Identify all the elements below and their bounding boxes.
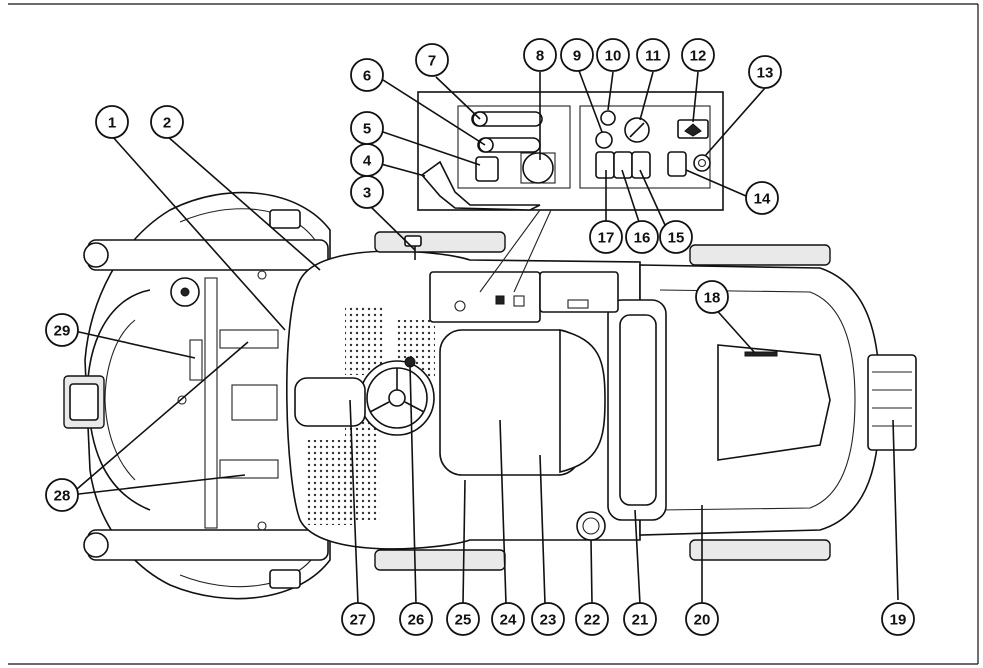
- callout-circle: [350, 58, 384, 92]
- callout-number: 2: [163, 115, 171, 132]
- callout-circle: [150, 105, 184, 139]
- mower-deck: [63, 191, 331, 600]
- callout-9: 9: [560, 38, 594, 72]
- callout-circle: [523, 38, 557, 72]
- callout-17: 17: [589, 220, 623, 254]
- control-panel-inset: [417, 91, 724, 293]
- callout-1: 1: [95, 105, 129, 139]
- callout-number: 23: [540, 612, 557, 629]
- callout-15: 15: [659, 220, 693, 254]
- callout-25: 25: [446, 602, 480, 636]
- callout-circle: [45, 478, 79, 512]
- callout-number: 26: [408, 612, 425, 629]
- callout-18: 18: [695, 280, 729, 314]
- callout-19: 19: [881, 602, 915, 636]
- callout-number: 6: [363, 68, 371, 85]
- callout-circle: [695, 280, 729, 314]
- callout-7: 7: [415, 43, 449, 77]
- callout-number: 15: [668, 230, 685, 247]
- callout-number: 4: [363, 153, 372, 170]
- leader-lines: [69, 67, 899, 605]
- callout-circle: [685, 602, 719, 636]
- callout-28: 28: [45, 478, 79, 512]
- callout-circle: [446, 602, 480, 636]
- callout-number: 29: [54, 323, 71, 340]
- callout-number: 21: [632, 612, 649, 629]
- callout-number: 27: [350, 612, 367, 629]
- callout-circle: [350, 111, 384, 145]
- callout-circle: [341, 602, 375, 636]
- callout-circle: [560, 38, 594, 72]
- callout-number: 7: [428, 53, 436, 70]
- tractor-body: [286, 231, 917, 571]
- callout-number: 22: [584, 612, 601, 629]
- callout-circle: [748, 55, 782, 89]
- callout-circle: [399, 602, 433, 636]
- callout-number: 8: [536, 48, 544, 65]
- callout-number: 17: [598, 230, 615, 247]
- callout-2: 2: [150, 105, 184, 139]
- callout-27: 27: [341, 602, 375, 636]
- callout-number: 11: [645, 48, 661, 65]
- callout-26: 26: [399, 602, 433, 636]
- callout-circle: [589, 220, 623, 254]
- callout-number: 9: [573, 48, 581, 65]
- callout-circle: [596, 38, 630, 72]
- callout-24: 24: [491, 602, 525, 636]
- callout-circle: [415, 43, 449, 77]
- callout-8: 8: [523, 38, 557, 72]
- callout-29: 29: [45, 313, 79, 347]
- callout-number: 18: [704, 290, 721, 307]
- callout-circle: [636, 38, 670, 72]
- callout-circle: [881, 602, 915, 636]
- callout-10: 10: [596, 38, 630, 72]
- callout-number: 12: [690, 48, 707, 65]
- callout-number: 13: [757, 65, 774, 82]
- callout-number: 14: [754, 191, 771, 208]
- callout-number: 3: [363, 185, 371, 202]
- callout-12: 12: [681, 38, 715, 72]
- callout-number: 20: [694, 612, 711, 629]
- callout-number: 19: [890, 612, 907, 629]
- callout-circle: [745, 181, 779, 215]
- callout-circle: [45, 313, 79, 347]
- callout-circle: [623, 602, 657, 636]
- callout-circle: [95, 105, 129, 139]
- callout-23: 23: [531, 602, 565, 636]
- callout-6: 6: [350, 58, 384, 92]
- callout-number: 25: [455, 612, 472, 629]
- callout-number: 16: [634, 230, 651, 247]
- callout-11: 11: [636, 38, 670, 72]
- callout-4: 4: [350, 143, 384, 177]
- callout-14: 14: [745, 181, 779, 215]
- callout-number: 24: [500, 612, 517, 629]
- callout-3: 3: [350, 175, 384, 209]
- callout-number: 28: [54, 488, 71, 505]
- callout-circle: [531, 602, 565, 636]
- callout-20: 20: [685, 602, 719, 636]
- callout-circle: [681, 38, 715, 72]
- callout-5: 5: [350, 111, 384, 145]
- callout-number: 10: [605, 48, 622, 65]
- callout-16: 16: [625, 220, 659, 254]
- callout-number: 5: [363, 121, 371, 138]
- callout-circle: [659, 220, 693, 254]
- callout-13: 13: [748, 55, 782, 89]
- callout-21: 21: [623, 602, 657, 636]
- callout-circle: [625, 220, 659, 254]
- callout-22: 22: [575, 602, 609, 636]
- callout-circle: [491, 602, 525, 636]
- callout-circle: [575, 602, 609, 636]
- callout-number: 1: [108, 115, 116, 132]
